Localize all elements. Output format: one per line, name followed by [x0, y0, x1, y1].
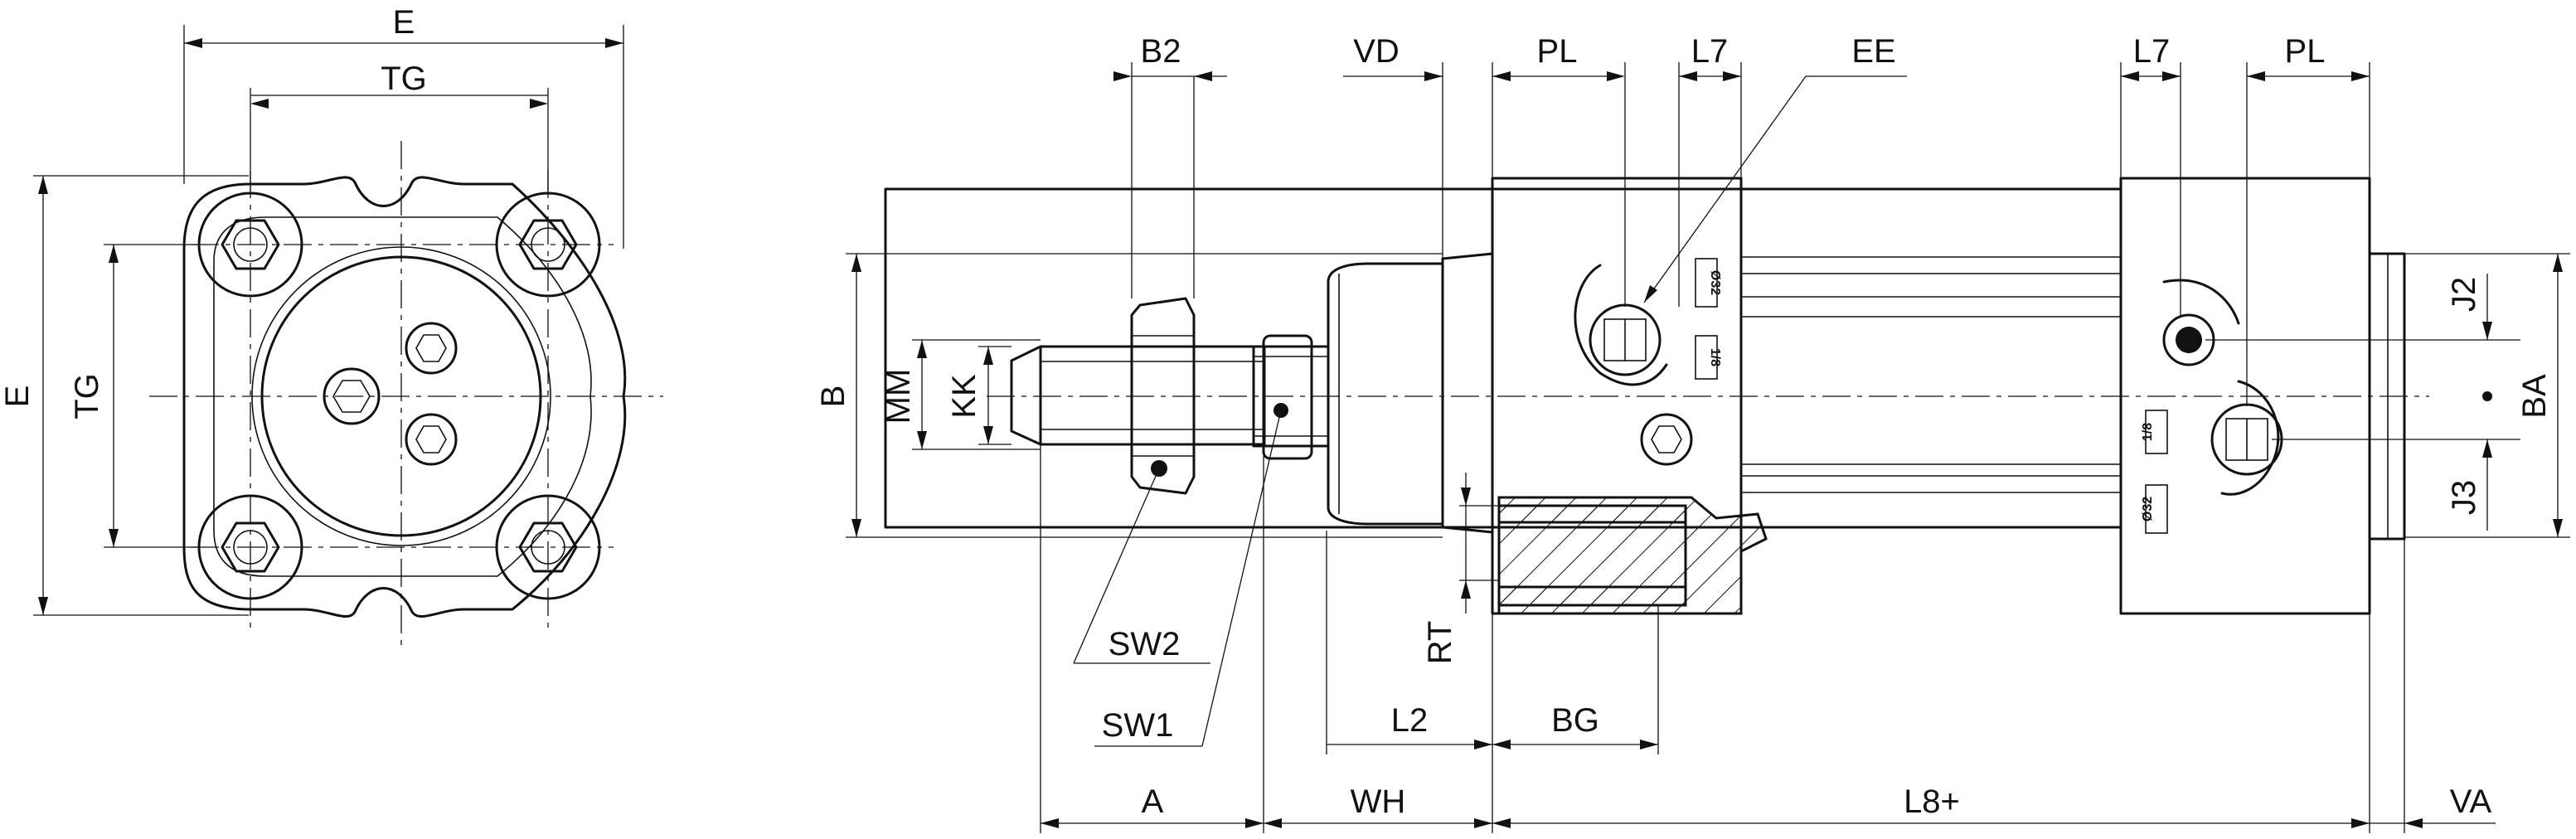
right-port-diameter-mark: Ø32 — [2141, 497, 2155, 521]
pl-left-label: PL — [1537, 33, 1578, 70]
side-view: Ø32 1/8 1/8 Ø32 — [815, 33, 2570, 833]
l8-label: L8+ — [1904, 783, 1960, 820]
ee-label: EE — [1851, 33, 1895, 70]
b2-label: B2 — [1141, 33, 1181, 70]
l2-label: L2 — [1391, 702, 1429, 739]
pl-right-label: PL — [2285, 33, 2326, 70]
front-tg-top-label: TG — [381, 61, 427, 97]
front-tg-side-label: TG — [69, 373, 105, 420]
j3-label: J3 — [2446, 480, 2482, 515]
va-label: VA — [2450, 783, 2492, 820]
j2-label: J2 — [2446, 277, 2482, 312]
front-e-side-label: E — [0, 386, 36, 408]
l7-left-label: L7 — [1691, 33, 1729, 70]
mm-label: MM — [880, 369, 917, 424]
left-port-diameter-mark: Ø32 — [1708, 270, 1722, 295]
front-view: E TG E TG — [0, 4, 663, 647]
right-port-thread-mark: 1/8 — [2141, 423, 2155, 441]
sw1-label: SW1 — [1102, 707, 1174, 744]
front-e-top-label: E — [393, 4, 415, 41]
rt-label: RT — [1422, 621, 1458, 665]
left-port-thread-mark: 1/8 — [1708, 348, 1722, 366]
l7-right-label: L7 — [2133, 33, 2171, 70]
bg-label: BG — [1551, 702, 1599, 739]
ba-label: BA — [2516, 374, 2553, 419]
a-label: A — [1142, 783, 1164, 820]
vd-label: VD — [1353, 33, 1400, 70]
wh-label: WH — [1351, 783, 1406, 820]
kk-label: KK — [946, 374, 982, 419]
b-label: B — [815, 386, 851, 408]
sw2-label: SW2 — [1109, 626, 1181, 662]
